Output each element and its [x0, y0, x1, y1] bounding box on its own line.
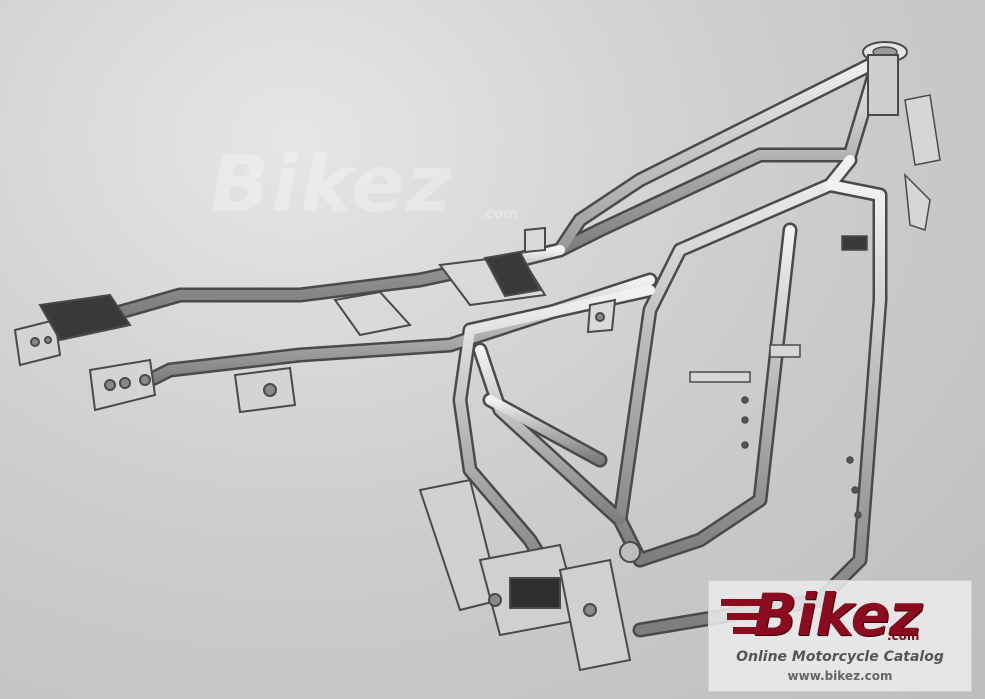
bikez-logo-box: Bikez .com Online Motorcycle Catalog www… — [708, 580, 972, 692]
logo-tagline: Online Motorcycle Catalog — [736, 649, 944, 665]
steering-head — [862, 41, 908, 116]
swingarm-pivot — [418, 478, 641, 672]
mounting-tabs — [689, 94, 941, 519]
watermark-wordmark: Bikez — [210, 140, 454, 230]
watermark-domain: .com — [480, 206, 518, 222]
background-watermark: Bikez .com — [180, 140, 540, 230]
frame-tube-outlines — [102, 47, 888, 638]
frame-tubes — [105, 50, 885, 635]
cross-plates — [333, 226, 617, 337]
bikez-wordmark: Bikez — [753, 581, 923, 649]
logo-url: www.bikez.com — [787, 669, 893, 683]
bikez-domain: .com — [887, 629, 920, 643]
rear-brackets — [13, 293, 297, 414]
speed-stripes-icon — [721, 599, 763, 634]
